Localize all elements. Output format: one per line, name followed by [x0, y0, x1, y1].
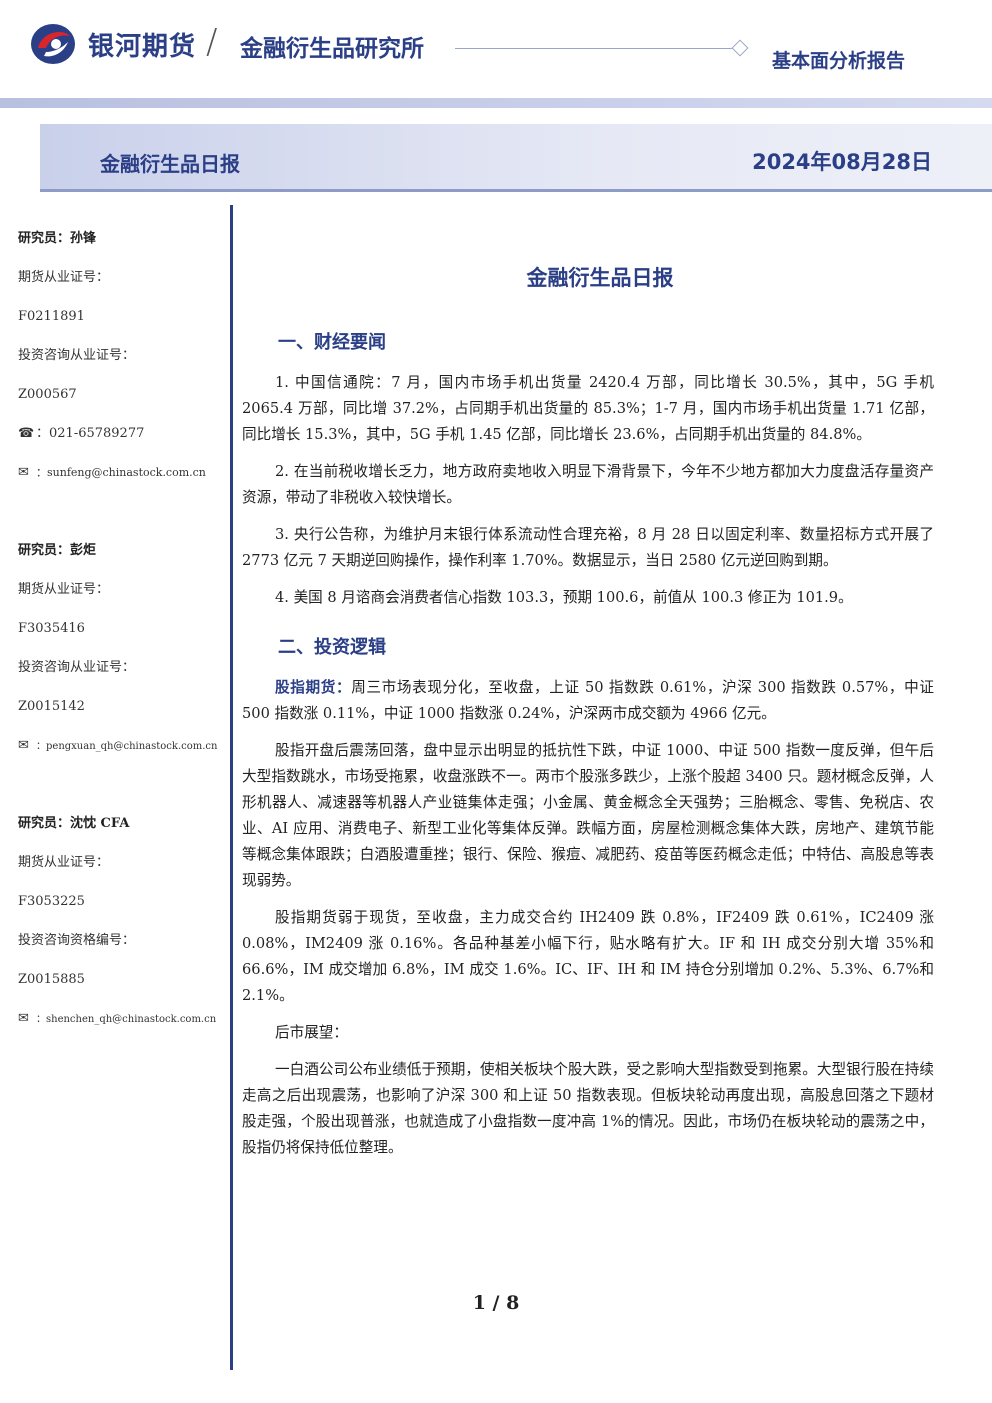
futures-cert: F0211891 — [18, 309, 85, 324]
phone-number: ：021-65789277 — [36, 426, 145, 441]
futures-cert: F3053225 — [18, 894, 85, 909]
invest-cert-label: 投资咨询从业证号： — [18, 348, 136, 363]
section-heading: 一、财经要闻 — [278, 332, 386, 353]
mail-icon: ✉ — [18, 465, 29, 480]
mail-icon: ✉ — [18, 1011, 29, 1026]
researcher-name: 研究员：孙锋 — [18, 231, 97, 246]
diamond-icon — [731, 39, 749, 57]
paragraph-lead: 股指期货： — [275, 679, 352, 696]
logic-paragraph: 股指期货弱于现货，至收盘，主力成交合约 IH2409 跌 0.8%，IF2409… — [242, 909, 934, 1004]
logic-paragraph: 一白酒公司公布业绩低于预期，使相关板块个股大跌，受之影响大型指数受到拖累。大型银… — [242, 1061, 934, 1156]
phone-row: ☎：021-65789277 — [18, 417, 228, 456]
logic-paragraph: 股指期货：周三市场表现分化，至收盘，上证 50 指数跌 0.61%，沪深 300… — [242, 675, 934, 727]
outlook-heading: 后市展望： — [275, 1024, 348, 1041]
email-address[interactable]: ：pengxuan_qh@chinastock.com.cn — [36, 741, 218, 752]
report-type: 基本面分析报告 — [772, 50, 906, 72]
mail-icon: ✉ — [18, 738, 29, 753]
sidebar-divider — [230, 205, 233, 1370]
email-row: ✉ ：shenchen_qh@chinastock.com.cn — [18, 1002, 228, 1041]
invest-cert: Z0015142 — [18, 699, 85, 714]
report-date: 2024年08月28日 — [752, 150, 932, 174]
email-address[interactable]: ：sunfeng@chinastock.com.cn — [36, 466, 206, 479]
header-rule — [455, 48, 735, 49]
email-row: ✉ ：sunfeng@chinastock.com.cn — [18, 456, 228, 495]
news-item: 4. 美国 8 月谘商会消费者信心指数 103.3，预期 100.6，前值从 1… — [275, 589, 853, 606]
header-band — [0, 98, 992, 108]
report-name: 金融衍生品日报 — [100, 152, 240, 176]
email-address[interactable]: ：shenchen_qh@chinastock.com.cn — [36, 1014, 217, 1025]
paragraph-text: 周三市场表现分化，至收盘，上证 50 指数跌 0.61%，沪深 300 指数跌 … — [242, 679, 934, 722]
futures-cert-label: 期货从业证号： — [18, 270, 110, 285]
news-item: 3. 央行公告称，为维护月末银行体系流动性合理充裕，8 月 28 日以固定利率、… — [242, 526, 934, 569]
researcher-name: 研究员：彭炬 — [18, 543, 97, 558]
title-bar: 金融衍生品日报 2024年08月28日 — [40, 124, 992, 192]
futures-cert-label: 期货从业证号： — [18, 855, 110, 870]
galaxy-logo-icon — [31, 24, 75, 64]
page-number: 1 / 8 — [472, 1292, 520, 1314]
section-heading: 二、投资逻辑 — [278, 637, 386, 658]
futures-cert-label: 期货从业证号： — [18, 582, 110, 597]
invest-cert-label: 投资咨询从业证号： — [18, 660, 136, 675]
phone-icon: ☎ — [18, 426, 35, 441]
invest-cert: Z000567 — [18, 387, 77, 402]
researcher-sidebar: 研究员：孙锋 期货从业证号： F0211891 投资咨询从业证号： Z00056… — [18, 222, 228, 1041]
institute-name: 金融衍生品研究所 — [240, 36, 424, 62]
header-divider: / — [206, 22, 218, 62]
email-row: ✉ ：pengxuan_qh@chinastock.com.cn — [18, 729, 228, 768]
invest-cert-label: 投资咨询资格编号： — [18, 933, 136, 948]
news-item: 1. 中国信通院：7 月，国内市场手机出货量 2420.4 万部，同比增长 30… — [242, 374, 934, 443]
researcher-name: 研究员：沈忱 CFA — [18, 816, 130, 831]
company-name: 银河期货 — [88, 32, 197, 62]
invest-cert: Z0015885 — [18, 972, 85, 987]
main-content: 金融衍生品日报 一、财经要闻 1. 中国信通院：7 月，国内市场手机出货量 24… — [242, 262, 934, 1172]
logic-paragraph: 股指开盘后震荡回落，盘中显示出明显的抵抗性下跌，中证 1000、中证 500 指… — [242, 742, 934, 889]
document-title: 金融衍生品日报 — [526, 266, 674, 290]
futures-cert: F3035416 — [18, 621, 85, 636]
news-item: 2. 在当前税收增长乏力，地方政府卖地收入明显下滑背景下，今年不少地方都加大力度… — [242, 463, 934, 506]
